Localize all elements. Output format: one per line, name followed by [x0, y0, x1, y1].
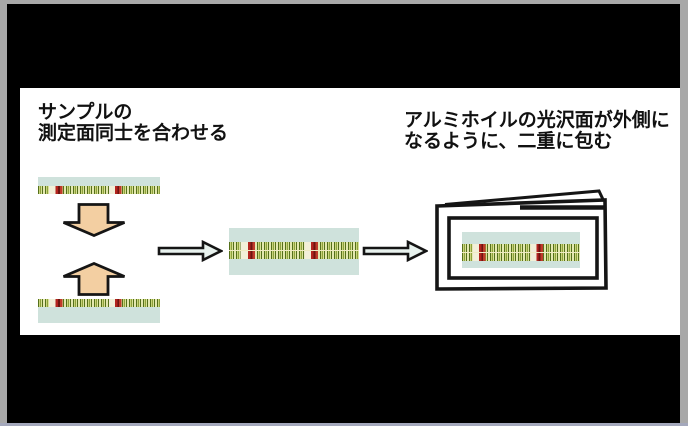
sample-measurement-surface [462, 253, 580, 261]
caption-line: サンプルの [38, 102, 133, 123]
wrapped-combined-sample [462, 232, 580, 268]
sample-substrate [38, 307, 160, 323]
caption-line: なるように、二重に包む [404, 131, 613, 152]
slide-background: サンプルの 測定面同士を合わせる アルミホイルの光沢面が外側に なるように、二重… [7, 4, 680, 423]
sample-measurement-surface [462, 244, 580, 252]
sample-strip-bottom [38, 299, 160, 323]
sample-substrate [38, 177, 160, 186]
flow-right-arrow-shape [362, 240, 428, 262]
inner-foil-layer [447, 216, 599, 280]
joined-measurement-surfaces [462, 244, 580, 261]
caption-foil-wrap: アルミホイルの光沢面が外側に なるように、二重に包む [404, 110, 670, 152]
contact-seam [462, 252, 580, 253]
combined-sample [229, 228, 359, 275]
caption-align-samples: サンプルの 測定面同士を合わせる [38, 102, 228, 144]
press-up-arrow-icon [62, 262, 126, 296]
outer-foil-fold-edge [444, 189, 605, 206]
joined-measurement-surfaces [229, 242, 359, 259]
flow-right-arrow-shape [157, 240, 223, 262]
flow-right-arrow-icon [157, 240, 223, 262]
press-up-arrow-shape [62, 262, 126, 296]
press-down-arrow-shape [62, 203, 126, 237]
sample-measurement-surface [38, 299, 160, 307]
flow-right-arrow-icon [362, 240, 428, 262]
outer-foil-layer [435, 198, 608, 291]
foil-double-wrap-icon [435, 189, 608, 291]
frame-bottom-strip [0, 423, 688, 426]
sample-measurement-surface [229, 242, 359, 250]
sample-measurement-surface [38, 186, 160, 194]
sample-strip-top [38, 177, 160, 194]
press-down-arrow-icon [62, 203, 126, 237]
figure-panel: サンプルの 測定面同士を合わせる アルミホイルの光沢面が外側に なるように、二重… [20, 88, 680, 335]
sample-measurement-surface [229, 251, 359, 259]
contact-seam [229, 250, 359, 251]
caption-line: アルミホイルの光沢面が外側に [404, 110, 670, 131]
caption-line: 測定面同士を合わせる [38, 123, 229, 144]
